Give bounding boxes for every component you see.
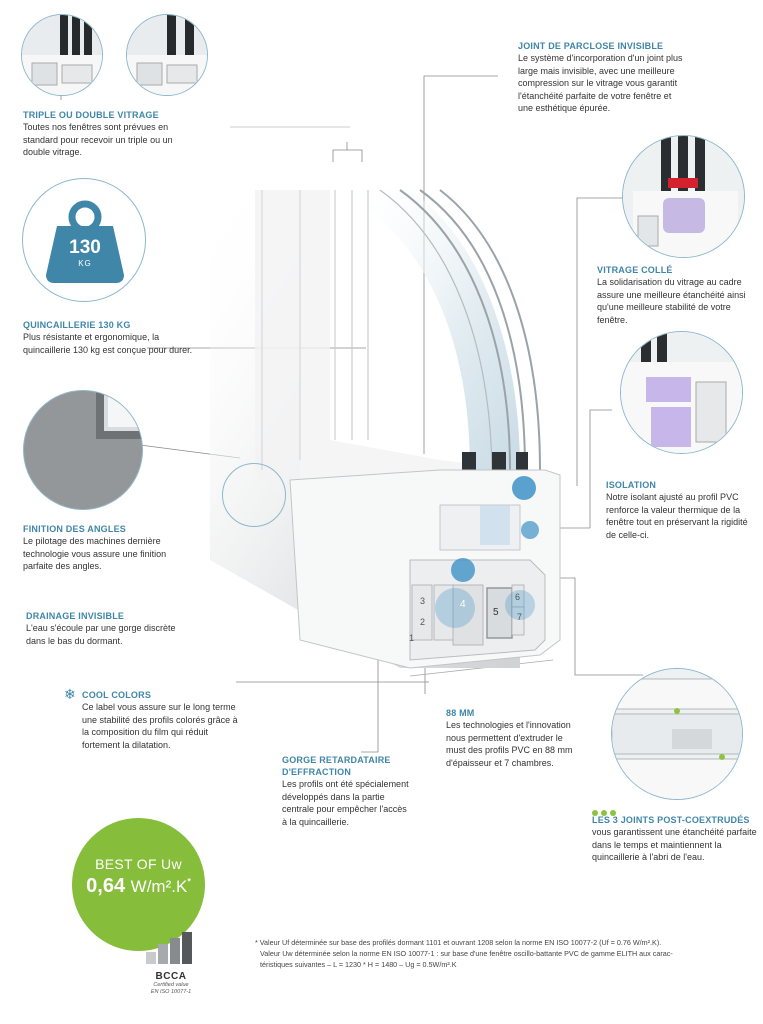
snowflake-icon: ❄ bbox=[64, 686, 76, 702]
chamber-number: 5 bbox=[493, 607, 499, 618]
finition-highlight-circle bbox=[222, 463, 286, 527]
feature-triple-vitrage: TRIPLE OU DOUBLE VITRAGE Toutes nos fenê… bbox=[23, 109, 198, 159]
feature-text: vous garantissent une étanchéité parfait… bbox=[592, 827, 757, 862]
detail-circle-finition bbox=[23, 390, 143, 510]
feature-text: Toutes nos fenêtres sont prévues en stan… bbox=[23, 122, 173, 157]
feature-title: GORGE RETARDATAIRE D'EFFRACTION bbox=[282, 755, 391, 777]
chamber-number: 1 bbox=[409, 633, 415, 643]
feature-quincaillerie: QUINCAILLERIE 130 KG Plus résistante et … bbox=[23, 319, 193, 356]
weight-icon bbox=[46, 200, 124, 283]
green-dots-icon bbox=[592, 803, 757, 816]
footnote-line: téristiques suivantes – L = 1230 * H = 1… bbox=[260, 960, 457, 969]
footnote-line: * Valeur Uf déterminée sur base des prof… bbox=[255, 938, 662, 947]
badge-value: 0,64 bbox=[86, 875, 126, 897]
bcca-name: BCCA bbox=[155, 971, 187, 982]
bcca-logo-mark bbox=[146, 932, 192, 964]
chamber-number: 7 bbox=[517, 612, 523, 622]
feature-joint-parclose: JOINT DE PARCLOSE INVISIBLE Le système d… bbox=[518, 40, 688, 115]
feature-title: JOINT DE PARCLOSE INVISIBLE bbox=[518, 41, 664, 51]
feature-text: La solidarisation du vitrage au cadre as… bbox=[597, 277, 746, 325]
badge-mark: * bbox=[187, 876, 191, 887]
feature-isolation: ISOLATION Notre isolant ajusté au profil… bbox=[606, 479, 754, 541]
chamber-number: 4 bbox=[460, 599, 466, 610]
feature-title: VITRAGE COLLÉ bbox=[597, 265, 673, 275]
detail-circle-triple-2 bbox=[126, 14, 208, 96]
feature-title: QUINCAILLERIE 130 KG bbox=[23, 320, 131, 330]
feature-text: Les technologies et l'innovation nous pe… bbox=[446, 720, 573, 768]
chamber-number: 6 bbox=[515, 592, 521, 602]
feature-vitrage-colle: VITRAGE COLLÉ La solidarisation du vitra… bbox=[597, 264, 762, 326]
detail-circle-isolation bbox=[620, 331, 743, 454]
feature-gorge: GORGE RETARDATAIRE D'EFFRACTION Les prof… bbox=[282, 754, 412, 828]
feature-text: Le pilotage des machines dernière techno… bbox=[23, 536, 167, 571]
detail-circle-vitrage-colle bbox=[622, 135, 745, 258]
badge-unit: W/m².K bbox=[130, 877, 188, 896]
bcca-logo: BCCA Certified value EN ISO 10077-1 bbox=[140, 930, 202, 996]
feature-title: DRAINAGE INVISIBLE bbox=[26, 611, 125, 621]
footnote-line: Valeur Uw déterminée selon la norme EN I… bbox=[260, 949, 673, 958]
feature-text: Plus résistante et ergonomique, la quinc… bbox=[23, 332, 193, 355]
feature-title: ISOLATION bbox=[606, 480, 657, 490]
feature-title: 88 MM bbox=[446, 708, 475, 718]
feature-title: TRIPLE OU DOUBLE VITRAGE bbox=[23, 110, 159, 120]
feature-3-joints: LES 3 JOINTS POST-COEXTRUDÉS vous garant… bbox=[592, 803, 757, 864]
feature-text: L'eau s'écoule par une gorge discrète da… bbox=[26, 623, 176, 646]
weight-unit: KG bbox=[78, 259, 92, 268]
detail-circle-triple-1 bbox=[21, 14, 103, 96]
feature-text: Ce label vous assure sur le long terme u… bbox=[82, 702, 238, 750]
feature-text: Les profils ont été spécialement dévelop… bbox=[282, 779, 409, 827]
footnote: * Valeur Uf déterminée sur base des prof… bbox=[255, 937, 755, 970]
feature-drainage: DRAINAGE INVISIBLE L'eau s'écoule par un… bbox=[26, 610, 176, 647]
chamber-number: 3 bbox=[420, 596, 426, 606]
chamber-number: 2 bbox=[420, 617, 426, 627]
feature-title: LES 3 JOINTS POST-COEXTRUDÉS bbox=[592, 815, 750, 825]
detail-circle-joints bbox=[611, 668, 743, 800]
feature-cool-colors: ❄ COOL COLORS Ce label vous assure sur l… bbox=[64, 686, 244, 751]
feature-88mm: 88 MM Les technologies et l'innovation n… bbox=[446, 707, 584, 769]
weight-value: 130 bbox=[69, 237, 101, 258]
bcca-norm: EN ISO 10077-1 bbox=[150, 989, 192, 995]
badge-value-line: 0,64 W/m².K* bbox=[72, 875, 205, 898]
bcca-sub: Certified value bbox=[153, 982, 189, 988]
best-of-uw-badge: BEST OF Uw 0,64 W/m².K* bbox=[72, 818, 205, 951]
badge-label: BEST OF Uw bbox=[95, 856, 182, 872]
feature-finition: FINITION DES ANGLES Le pilotage des mach… bbox=[23, 523, 173, 573]
weight-circle: 130 KG bbox=[22, 178, 146, 302]
feature-text: Notre isolant ajusté au profil PVC renfo… bbox=[606, 492, 748, 540]
feature-title: FINITION DES ANGLES bbox=[23, 524, 126, 534]
feature-title: COOL COLORS bbox=[82, 690, 152, 700]
feature-text: Le système d'incorporation d'un joint pl… bbox=[518, 53, 683, 113]
